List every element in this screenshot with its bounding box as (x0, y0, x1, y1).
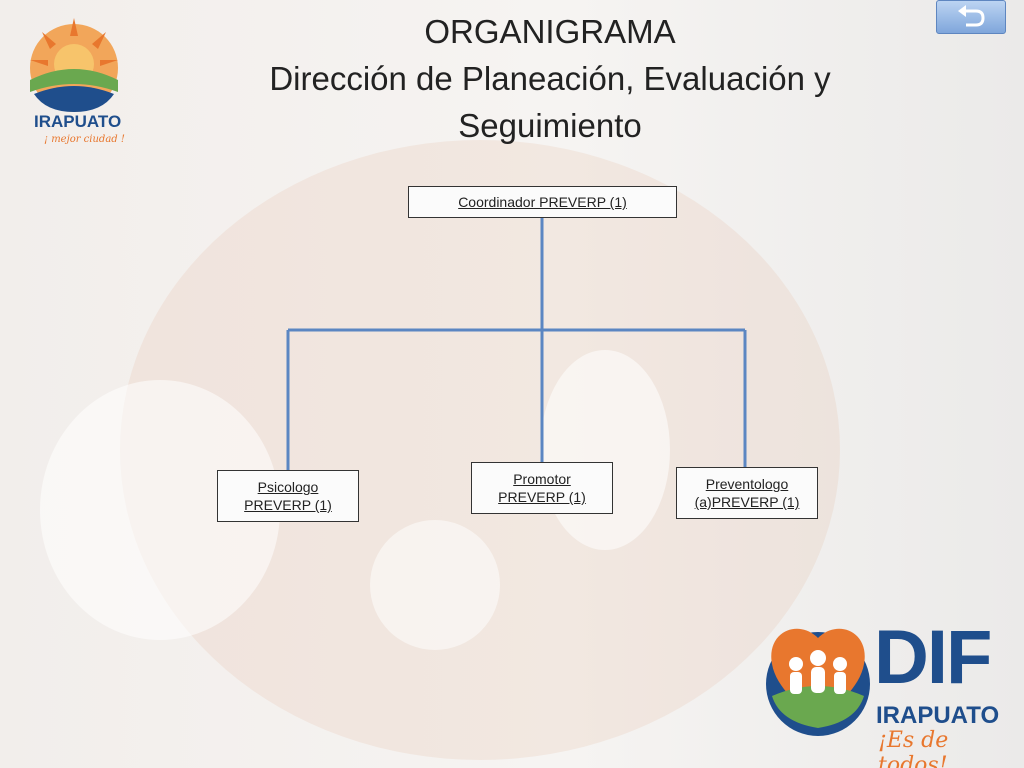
sun-logo-icon (30, 18, 118, 112)
background-decoration (370, 520, 500, 650)
family-heart-icon (766, 628, 870, 736)
org-box-preventologo: Preventologo (a)PREVERP (1) (676, 467, 818, 519)
back-button[interactable] (936, 0, 1006, 34)
irapuato-logo: IRAPUATO ¡ mejor ciudad ! (22, 14, 132, 154)
org-box-coordinador: Coordinador PREVERP (1) (408, 186, 677, 218)
org-box-label: Preventologo (705, 476, 789, 492)
dif-logo: DIF IRAPUATO ¡Es de todos! (758, 615, 1008, 768)
org-box-label: Coordinador PREVERP (1) (458, 194, 627, 210)
org-box-label: (a)PREVERP (1) (694, 494, 800, 510)
background-decoration (540, 350, 670, 550)
org-box-label: PREVERP (1) (244, 497, 332, 513)
page-title-line-1: ORGANIGRAMA (424, 13, 676, 50)
org-box-label: Psicologo (257, 479, 319, 495)
org-box-promotor: Promotor PREVERP (1) (471, 462, 613, 514)
dif-logo-tagline: ¡Es de todos! (878, 728, 949, 768)
irapuato-logo-name: IRAPUATO (34, 112, 122, 131)
org-box-psicologo: Psicologo PREVERP (1) (217, 470, 359, 522)
page-title-line-3: Seguimiento (458, 107, 642, 144)
page-title-line-2: Dirección de Planeación, Evaluación y (269, 60, 831, 97)
dif-logo-city: IRAPUATO (876, 702, 1000, 729)
dif-logo-name: DIF (874, 615, 992, 700)
org-box-label: PREVERP (1) (498, 489, 586, 505)
org-box-label: Promotor (513, 471, 571, 487)
irapuato-logo-tagline: ¡ mejor ciudad ! (44, 134, 125, 145)
return-arrow-icon (958, 5, 985, 27)
